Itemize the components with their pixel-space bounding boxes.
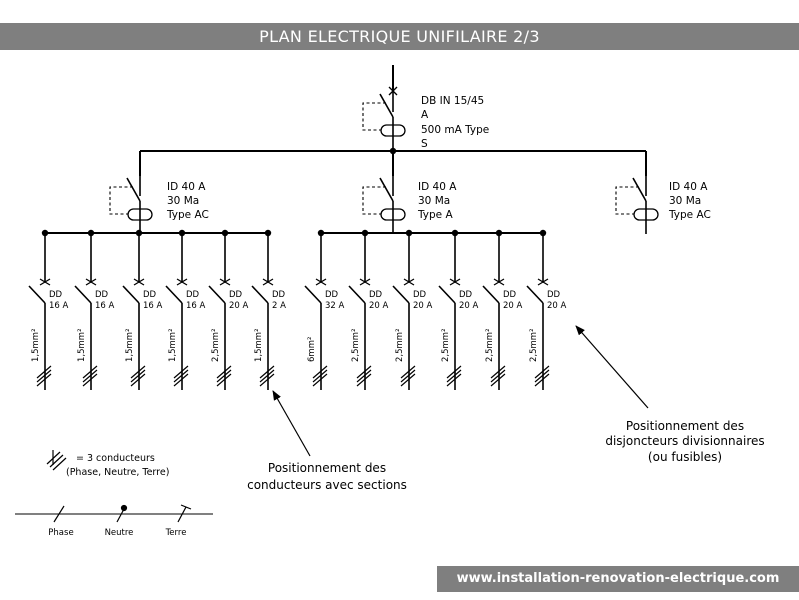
group-1-circuit-4-conductor-icon	[173, 365, 189, 387]
group-2-circuit-1-breaker-icon	[304, 233, 327, 390]
breakers-note-line-1: Positionnement des	[626, 419, 744, 433]
group-2-circuit-1-type-label: DD	[325, 290, 339, 300]
main-breaker-label-3: 500 mA Type	[421, 124, 489, 136]
conductors-note-line-1: Positionnement des	[268, 461, 386, 475]
legend-neutre-label: Neutre	[105, 528, 134, 538]
legend-symbol-detail: (Phase, Neutre, Terre)	[66, 467, 169, 478]
main-breaker-label-4: S	[421, 138, 428, 150]
group-1-circuit-4-breaker-icon	[165, 233, 188, 390]
group-2-circuit-5-rating-label: 20 A	[503, 301, 523, 311]
main-differential-breaker	[362, 90, 406, 152]
group-3-label-1: ID 40 A	[669, 181, 708, 193]
group-1-circuit-1-conductor-icon	[36, 365, 52, 387]
group-2-circuit-1-section-label: 6mm²	[307, 337, 317, 362]
main-breaker-label-2: A	[421, 109, 429, 121]
group-1-circuit-3-rating-label: 16 A	[143, 301, 163, 311]
group-2-label-3: Type A	[417, 209, 453, 221]
group-1-circuit-3-conductor-icon	[130, 365, 146, 387]
group-1-circuit-1-breaker-icon	[28, 233, 51, 390]
group-1-label-1: ID 40 A	[167, 181, 206, 193]
group-2-circuit-5-conductor-icon	[490, 365, 506, 387]
group-2-circuit-4-rating-label: 20 A	[459, 301, 479, 311]
group-2-circuit-5-section-label: 2,5mm²	[485, 329, 495, 363]
group-1-circuit-6-type-label: DD	[272, 290, 286, 300]
group-1-circuit-2-rating-label: 16 A	[95, 301, 115, 311]
group-2-circuit-3-conductor-icon	[400, 365, 416, 387]
group-2-label-2: 30 Ma	[418, 195, 450, 207]
group-1-circuit-1-rating-label: 16 A	[49, 301, 69, 311]
group-2-circuit-5-breaker-icon	[482, 233, 505, 390]
group-2-circuit-3-breaker-icon	[392, 233, 415, 390]
group-1-circuit-6-section-label: 1,5mm²	[254, 329, 264, 363]
breakers-note-arrow	[575, 325, 649, 409]
legend-phase-label: Phase	[48, 528, 73, 538]
group-1-circuit-5-breaker-icon	[208, 233, 231, 390]
group-1-circuit-6-rating-label: 2 A	[272, 301, 286, 311]
group-2-differential-breaker	[362, 176, 406, 234]
group-1-circuit-4-type-label: DD	[186, 290, 200, 300]
group-2-circuit-6-breaker-icon	[526, 233, 549, 390]
breakers-note-line-2: disjoncteurs divisionnaires	[605, 434, 764, 448]
legend-symbol-text: = 3 conducteurs	[76, 453, 155, 464]
group-2-circuit-2-section-label: 2,5mm²	[351, 329, 361, 363]
group-2-circuit-3-rating-label: 20 A	[413, 301, 433, 311]
group-2-circuit-4-type-label: DD	[459, 290, 473, 300]
group-2-circuit-3-type-label: DD	[413, 290, 427, 300]
group-2-circuit-6-conductor-icon	[534, 365, 550, 387]
neutre-mark-icon	[116, 504, 128, 523]
group-2-circuit-4-section-label: 2,5mm²	[441, 329, 451, 363]
group-3-differential-breaker	[615, 176, 659, 234]
conductors-note-line-2: conducteurs avec sections	[247, 478, 407, 492]
group-1-circuit-2-type-label: DD	[95, 290, 109, 300]
group-1-circuit-5-conductor-icon	[216, 365, 232, 387]
page-title: PLAN ELECTRIQUE UNIFILAIRE 2/3	[259, 27, 540, 46]
group-1-circuit-2-conductor-icon	[82, 365, 98, 387]
group-1-circuit-5-rating-label: 20 A	[229, 301, 249, 311]
terre-mark-icon	[177, 504, 192, 523]
group-2-circuit-1-rating-label: 32 A	[325, 301, 345, 311]
group-2-circuit-2-rating-label: 20 A	[369, 301, 389, 311]
group-1-circuit-6-breaker-icon	[251, 233, 274, 390]
breakers-note-line-3: (ou fusibles)	[648, 450, 722, 464]
group-2-circuit-3-section-label: 2,5mm²	[395, 329, 405, 363]
group-1-circuit-2-section-label: 1,5mm²	[77, 329, 87, 363]
group-1-differential-breaker	[109, 176, 153, 234]
group-2-circuit-6-section-label: 2,5mm²	[529, 329, 539, 363]
group-2-circuit-5-type-label: DD	[503, 290, 517, 300]
group-2-circuit-6-rating-label: 20 A	[547, 301, 567, 311]
legend-terre-label: Terre	[165, 528, 187, 538]
group-3-label-2: 30 Ma	[669, 195, 701, 207]
group-3-label-3: Type AC	[668, 209, 711, 221]
group-1-circuit-4-rating-label: 16 A	[186, 301, 206, 311]
group-1-circuit-3-type-label: DD	[143, 290, 157, 300]
group-1-circuit-6-conductor-icon	[259, 365, 275, 387]
group-2-circuit-1-conductor-icon	[312, 365, 328, 387]
main-breaker-label-1: DB IN 15/45	[421, 95, 484, 107]
group-1-circuit-1-section-label: 1,5mm²	[31, 329, 41, 363]
group-1-circuit-5-type-label: DD	[229, 290, 243, 300]
group-1-label-2: 30 Ma	[167, 195, 199, 207]
three-conductor-symbol-icon	[46, 450, 67, 471]
conductors-note-arrow	[272, 390, 311, 457]
footer-bar: www.installation-renovation-electrique.c…	[437, 566, 799, 592]
group-1-label-3: Type AC	[166, 209, 209, 221]
group-2-circuit-2-conductor-icon	[356, 365, 372, 387]
group-1-circuit-4-section-label: 1,5mm²	[168, 329, 178, 363]
group-2-circuit-4-breaker-icon	[438, 233, 461, 390]
group-2-circuit-6-type-label: DD	[547, 290, 561, 300]
group-1-circuit-3-section-label: 1,5mm²	[125, 329, 135, 363]
group-1-circuit-1-type-label: DD	[49, 290, 63, 300]
group-1-circuit-5-section-label: 2,5mm²	[211, 329, 221, 363]
title-bar: PLAN ELECTRIQUE UNIFILAIRE 2/3	[0, 23, 799, 50]
group-2-circuit-2-breaker-icon	[348, 233, 371, 390]
group-1-circuit-3-breaker-icon	[122, 233, 145, 390]
phase-mark-icon	[53, 505, 65, 523]
footer-url: www.installation-renovation-electrique.c…	[456, 571, 780, 586]
group-1-circuit-2-breaker-icon	[74, 233, 97, 390]
group-2-circuit-2-type-label: DD	[369, 290, 383, 300]
group-2-circuit-4-conductor-icon	[446, 365, 462, 387]
group-2-label-1: ID 40 A	[418, 181, 457, 193]
